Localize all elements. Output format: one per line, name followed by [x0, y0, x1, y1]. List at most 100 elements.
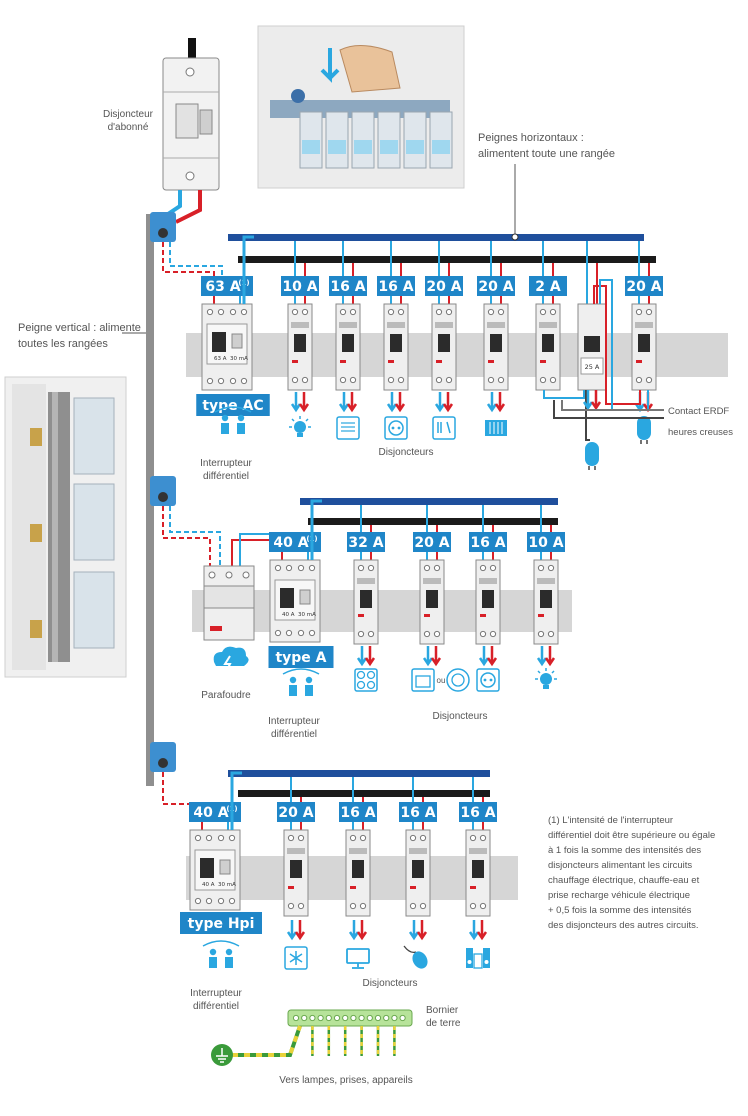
row-3-combs: [228, 770, 490, 797]
row-1-breaker-6-rating-bg: [529, 276, 567, 296]
row-2-breaker-3-rating-bg: [469, 532, 507, 552]
row-1-rcd-rating: 63 A: [205, 279, 240, 295]
dishwasher-icon: [432, 416, 456, 440]
row-2-type-label: type A: [275, 650, 326, 666]
row-1-breaker-6-rating: 2 A: [535, 279, 561, 295]
row-2-rcd-label-1: Interrupteur: [268, 716, 320, 727]
radiator-icon: [485, 420, 507, 436]
row-1-breaker-8: 20 A: [625, 241, 663, 444]
rcd-device-sensitivity: 30 mA: [230, 356, 248, 362]
row-3-breaker-1: 20 A: [277, 777, 315, 970]
row-3-persons-icon: [202, 940, 240, 968]
row-1-breaker-3-rating: 16 A: [378, 279, 413, 295]
row-3-breaker-2: 16 A: [339, 777, 377, 969]
row-3-breaker-4-rating: 16 A: [460, 805, 495, 821]
erdf-contact-label-2: heures creuses: [668, 427, 733, 438]
subscriber-breaker: [162, 38, 220, 191]
row-3-breaker-1-rating-bg: [277, 802, 315, 822]
vertical-comb-photo: [4, 376, 127, 678]
row-2-rcd-rating: 40 A: [273, 535, 308, 551]
row-1-breaker-5: 20 A: [477, 241, 515, 436]
row-2-breaker-2: 20 A ou: [411, 505, 470, 692]
row-1-breaker-7: 25 A: [577, 241, 607, 391]
cooktop-icon: [354, 668, 378, 692]
socket-icon: [476, 668, 500, 692]
rcd-device-rating: 40 A: [282, 612, 295, 618]
svg-text:des disjoncteurs des autres ci: des disjoncteurs des autres circuits.: [548, 920, 698, 931]
svg-text:+ 0,5 fois la somme des intens: + 0,5 fois la somme des intensités: [548, 905, 692, 916]
comb-installation-photo: [257, 25, 465, 189]
row-2-breaker-2-rating: 20 A: [414, 535, 449, 551]
hifi-icon: [466, 948, 490, 969]
row-1-breaker-6: 2 A: [529, 241, 567, 391]
row-1-breaker-3: 16 A: [377, 241, 415, 440]
row-1-breaker-8-rating: 20 A: [626, 279, 661, 295]
row-1-persons-icon: [214, 406, 252, 434]
ground-block-label-2: de terre: [426, 1018, 461, 1029]
row-1-breaker-2-rating-bg: [329, 276, 367, 296]
rcd-device-rating: 40 A: [202, 882, 215, 888]
row-1-breaker-2: 16 A: [329, 241, 367, 440]
row-2-breaker-3-rating: 16 A: [470, 535, 505, 551]
horizontal-combs-label-1: Peignes horizontaux :: [478, 132, 584, 144]
monitor-icon: [346, 948, 370, 969]
svg-text:prise recharge véhicule électr: prise recharge véhicule électrique: [548, 890, 690, 901]
row-3-breaker-2-rating: 16 A: [340, 805, 375, 821]
row-3-breakers-label: Disjoncteurs: [362, 978, 417, 989]
lamp-icon: [289, 416, 311, 437]
row-1-rcd-rating-bg: [201, 276, 253, 296]
row-2-breaker-4-rating: 10 A: [528, 535, 563, 551]
row-3-breaker-3: 16 A: [399, 777, 437, 969]
row-1-rcd-label-1: Interrupteur: [200, 458, 252, 469]
row-1-breaker-4-rating: 20 A: [426, 279, 461, 295]
row-3-type-label: type Hpi: [188, 916, 255, 932]
row-2-persons-icon: [282, 668, 320, 696]
ground-destination-label: Vers lampes, prises, appareils: [279, 1075, 412, 1086]
row-1-rcd-label-2: différentiel: [203, 471, 249, 482]
shutter-icon: [336, 416, 360, 440]
row-2-type-badge: [268, 646, 334, 668]
row-3-rcd-label-2: différentiel: [193, 1001, 239, 1012]
row-1-breaker-5-rating-bg: [477, 276, 515, 296]
row-2-breaker-1: 32 A: [347, 505, 385, 692]
svg-text:différentiel doit être supérie: différentiel doit être supérieure ou éga…: [548, 830, 715, 841]
svg-text:(1) L'intensité de l'interrupt: (1) L'intensité de l'interrupteur: [548, 815, 673, 826]
row-3-breaker-4-rating-bg: [459, 802, 497, 822]
row-2-breaker-4-rating-bg: [527, 532, 565, 552]
rcd-device-sensitivity: 30 mA: [218, 882, 236, 888]
row-2-breaker-1-rating: 32 A: [348, 535, 383, 551]
row-3-type-badge: [180, 912, 262, 934]
row-3-rcd-label-1: Interrupteur: [190, 988, 242, 999]
freezer-icon: [284, 946, 308, 970]
footnote: (1) L'intensité de l'interrupteur différ…: [548, 815, 715, 931]
row-1-breaker-8-rating-bg: [625, 276, 663, 296]
row-2-breaker-1-rating-bg: [347, 532, 385, 552]
vertical-comb-label-1: Peigne vertical : alimente: [18, 322, 141, 334]
row-3-rcd-rating-bg: [189, 802, 241, 822]
row-1-breaker-1-rating: 10 A: [282, 279, 317, 295]
svg-text:disjoncteurs alimentant les ci: disjoncteurs alimentant les circuits: [548, 860, 692, 871]
row-1-breaker-5-rating: 20 A: [478, 279, 513, 295]
ground-terminal-screws: [292, 1014, 406, 1056]
row-2-breaker-4: 10 A: [527, 505, 565, 689]
row-2-rcd-rating-bg: [269, 532, 321, 552]
or-label: ou: [437, 676, 446, 685]
subscriber-breaker-label-1: Disjoncteur: [103, 109, 154, 120]
row-3-breaker-3-rating-bg: [399, 802, 437, 822]
horizontal-combs-label-2: alimentent toute une rangée: [478, 148, 615, 160]
row-3-breaker-1-rating: 20 A: [278, 805, 313, 821]
ground-terminal-block: [287, 1009, 413, 1027]
row-2-rcd-label-2: différentiel: [271, 729, 317, 740]
svg-text:chauffage électrique, chauffe-: chauffage électrique, chauffe-eau et: [548, 875, 700, 886]
socket-icon: [384, 416, 408, 440]
row-1-breaker-1-rating-bg: [281, 276, 319, 296]
water-heater-icon: [637, 416, 651, 444]
row-1-breaker-4-rating-bg: [425, 276, 463, 296]
row-2-combs: [300, 498, 558, 525]
row-3-rcd-rating: 40 A: [193, 805, 228, 821]
vertical-comb-connectors: [150, 212, 176, 772]
